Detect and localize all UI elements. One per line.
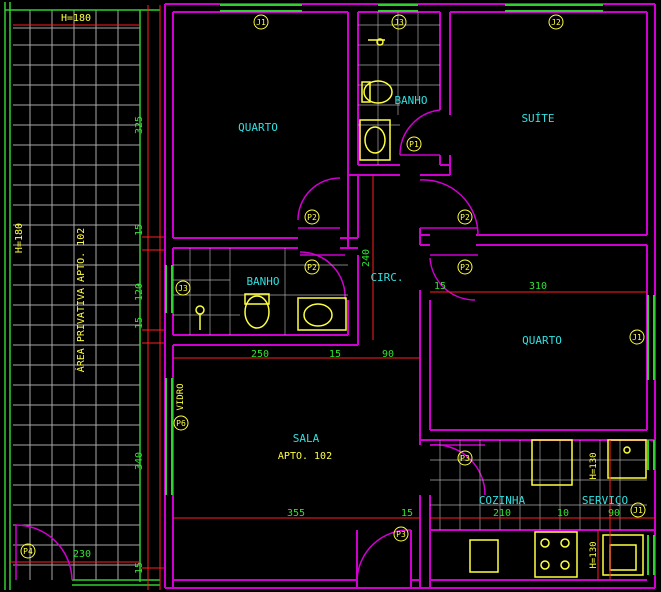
area-privativa-label: ÁREA PRIVATIVA APTO. 102 <box>74 228 87 373</box>
tag-p2-b: P2 <box>460 213 470 222</box>
vidro-label: VIDRO <box>176 383 186 410</box>
dim-15-e: 15 <box>434 281 446 292</box>
dim-355: 355 <box>287 508 305 519</box>
dim-90-b: 90 <box>608 508 620 519</box>
tag-j2: J2 <box>551 18 561 27</box>
tag-p2-d: P2 <box>460 263 470 272</box>
room-label-circ: CIRC. <box>370 271 403 284</box>
tag-p4: P4 <box>23 547 33 556</box>
bathroom-fixtures <box>195 38 393 331</box>
room-label-quarto-1: QUARTO <box>238 121 278 134</box>
room-labels: QUARTO SUÍTE BANHO BANHO CIRC. QUARTO SA… <box>238 94 628 507</box>
dim-120: 120 <box>134 283 145 301</box>
dim-15-a: 15 <box>134 224 145 236</box>
apartment-label: APTO. 102 <box>278 451 332 462</box>
tag-j1-top: J1 <box>256 18 266 27</box>
opening-tags <box>20 14 646 559</box>
tag-j1-right: J1 <box>632 333 642 342</box>
tag-p3-a: P3 <box>460 454 470 463</box>
dim-90-a: 90 <box>382 349 394 360</box>
area-privativa-grid <box>13 10 140 580</box>
tag-j3-left: J3 <box>178 284 188 293</box>
height-label-top: H=180 <box>61 13 91 24</box>
dim-15-d: 15 <box>329 349 341 360</box>
tag-p1: P1 <box>409 140 419 149</box>
tag-j3-top: J3 <box>394 18 404 27</box>
tag-p6: P6 <box>176 419 186 428</box>
dim-15-f: 15 <box>401 508 413 519</box>
doors <box>15 109 486 581</box>
dim-240: 240 <box>361 249 372 267</box>
dimension-lines-inner <box>173 175 655 580</box>
dim-325: 325 <box>134 116 145 134</box>
windows <box>165 4 655 575</box>
tag-p3-b: P3 <box>396 530 406 539</box>
room-label-banho-2: BANHO <box>246 275 279 288</box>
tag-j1-bottom: J1 <box>633 506 643 515</box>
height-label-kitchen-2: H=130 <box>589 541 599 568</box>
opening-tag-labels: J1 J3 J2 P1 P2 P2 J3 P2 P2 J1 P6 P3 P3 P… <box>23 18 643 556</box>
dim-10: 10 <box>557 508 569 519</box>
dimension-lines-left <box>10 5 166 590</box>
room-label-quarto-2: QUARTO <box>522 334 562 347</box>
room-label-suite: SUÍTE <box>521 112 554 125</box>
dim-310: 310 <box>529 281 547 292</box>
dimension-values: 325 15 120 15 340 15 240 250 15 90 15 31… <box>73 116 620 574</box>
height-label-side: H=180 <box>14 223 25 253</box>
dim-15-b: 15 <box>134 317 145 329</box>
tag-p2-c: P2 <box>307 263 317 272</box>
height-label-kitchen-1: H=130 <box>589 452 599 479</box>
dim-250: 250 <box>251 349 269 360</box>
tile-grids <box>173 12 647 530</box>
area-privativa-border <box>4 2 160 590</box>
dim-340: 340 <box>134 452 145 470</box>
room-label-sala: SALA <box>293 432 320 445</box>
kitchen-fixtures <box>469 439 647 578</box>
dim-15-c: 15 <box>134 562 145 574</box>
room-label-servico: SERVIÇO <box>582 494 628 507</box>
dim-230: 230 <box>73 549 91 560</box>
tag-p2-a: P2 <box>307 213 317 222</box>
room-label-banho-1: BANHO <box>394 94 427 107</box>
room-label-cozinha: COZINHA <box>479 494 526 507</box>
dim-210: 210 <box>493 508 511 519</box>
